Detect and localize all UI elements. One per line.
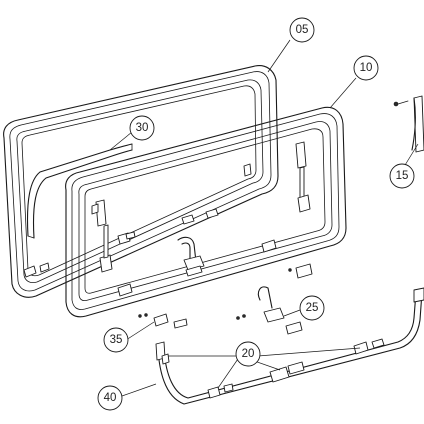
- callout-05: 05: [289, 17, 315, 43]
- callout-10: 10: [353, 55, 379, 81]
- central-handle: [177, 236, 205, 277]
- callout-20-label: 20: [242, 348, 255, 360]
- callout-35: 35: [103, 327, 129, 353]
- callout-40: 40: [97, 385, 123, 411]
- callout-30-label: 30: [136, 122, 149, 134]
- callout-10-label: 10: [360, 62, 373, 74]
- callout-30: 30: [129, 115, 155, 141]
- callout-20: 20: [235, 341, 261, 367]
- callout-25-label: 25: [306, 302, 319, 314]
- callout-35-label: 35: [110, 334, 123, 346]
- small-clip-35: [138, 263, 313, 329]
- callout-25: 25: [299, 295, 325, 321]
- outer-frame-05: [3, 65, 279, 298]
- sash-frame-10: [65, 106, 347, 318]
- callout-40-label: 40: [104, 392, 117, 404]
- lower-rail-40: [155, 287, 424, 405]
- side-bracket-15: [393, 95, 424, 153]
- callout-05-label: 05: [296, 24, 309, 36]
- callout-15: 15: [389, 163, 415, 189]
- handle-lever-25: [236, 286, 303, 335]
- seal-strip-30: [27, 143, 133, 239]
- rail-clips-20: [161, 338, 385, 399]
- callout-15-label: 15: [396, 170, 409, 182]
